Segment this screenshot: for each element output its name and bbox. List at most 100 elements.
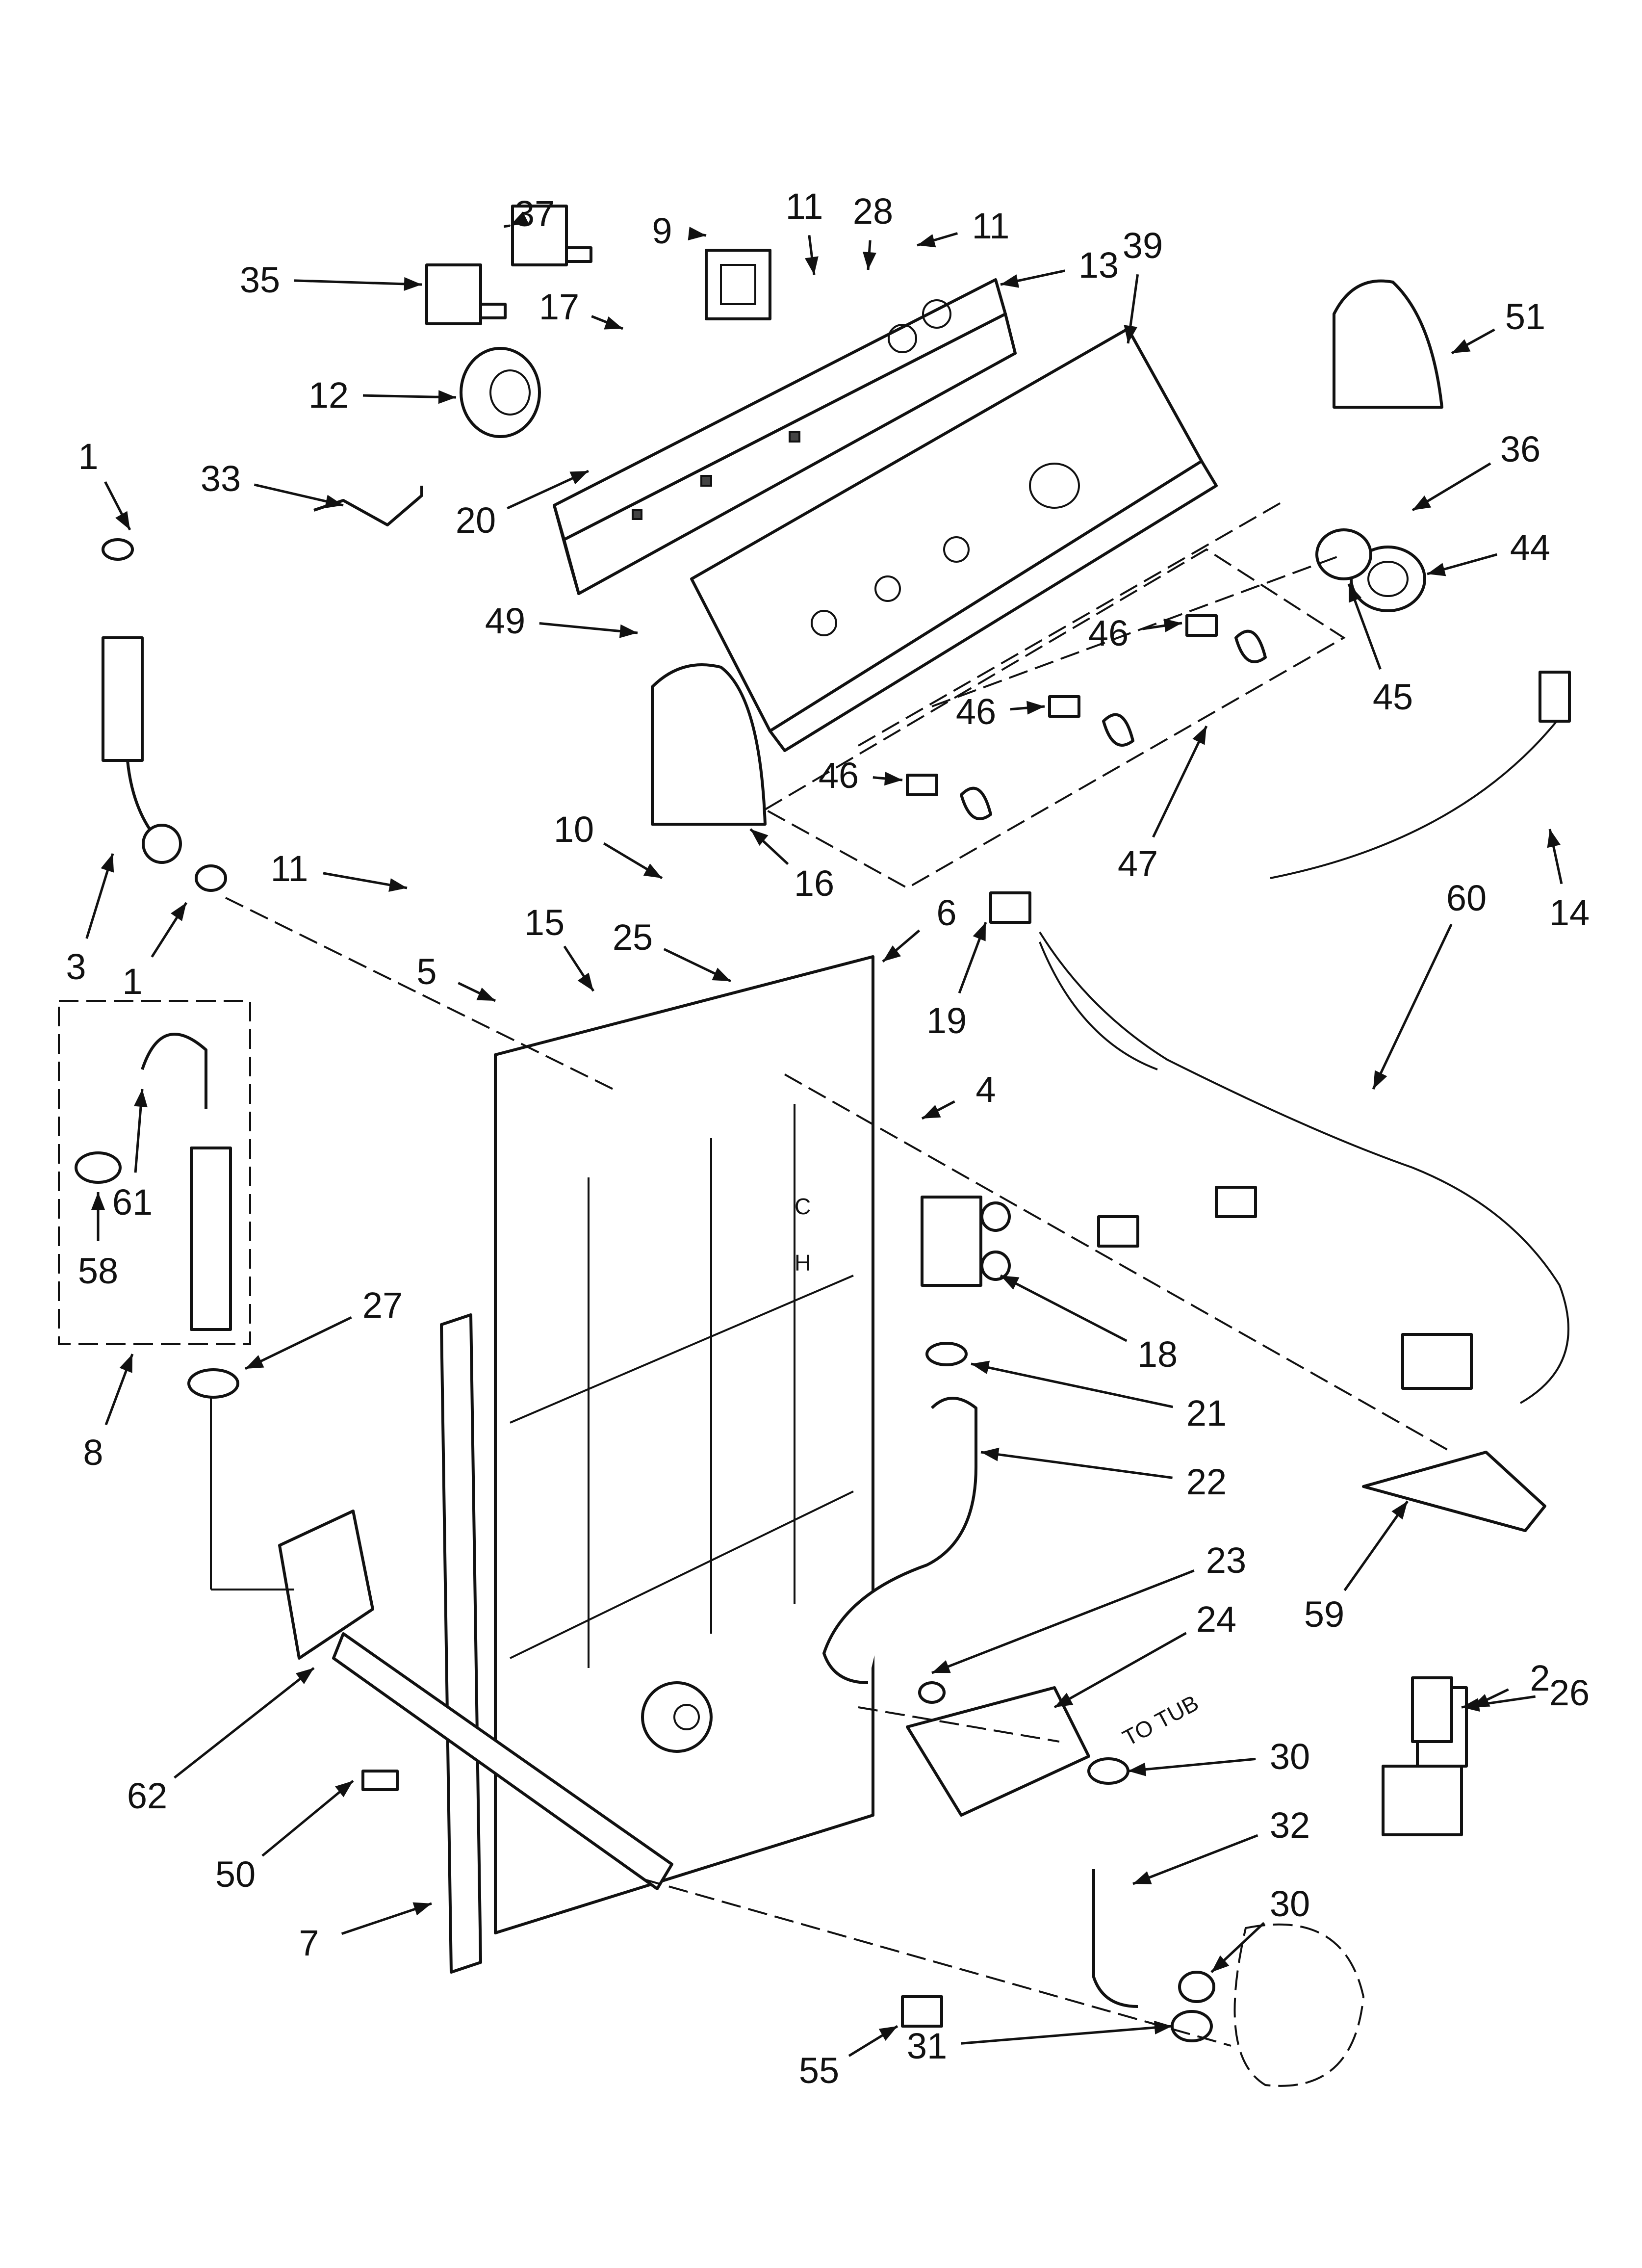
long-drain-hose	[332, 1632, 673, 1890]
callout-label: 4	[975, 1069, 996, 1110]
callout-19: 19	[926, 922, 987, 1041]
callout-9: 9	[652, 210, 707, 251]
callout-arrowhead	[412, 1902, 432, 1916]
callout-label: 50	[215, 1854, 256, 1895]
callout-20: 20	[456, 469, 590, 541]
callout-leader	[174, 1667, 315, 1779]
bracket-24	[906, 1686, 1090, 1817]
callout-1: 1	[78, 436, 131, 531]
callout-label: 24	[1196, 1599, 1236, 1640]
motor-12	[460, 347, 541, 438]
callout-17: 17	[539, 287, 623, 330]
callout-58: 58	[78, 1192, 118, 1291]
callout-arrowhead	[643, 863, 662, 878]
callout-3: 3	[66, 853, 114, 987]
callout-5: 5	[416, 951, 496, 1002]
hose-32	[1092, 1869, 1138, 2008]
knob-46-c	[906, 774, 992, 820]
callout-leader	[244, 1316, 352, 1370]
callout-label: 1	[122, 961, 142, 1002]
callout-arrowhead	[1026, 701, 1045, 715]
callout-36: 36	[1411, 429, 1540, 512]
callout-label: 22	[1186, 1461, 1227, 1502]
callout-arrowhead	[335, 1781, 353, 1798]
drain-fitting-62	[278, 1510, 374, 1660]
callout-arrowhead	[324, 495, 343, 508]
callout-label: 47	[1118, 843, 1158, 884]
callout-10: 10	[554, 809, 663, 880]
callout-label: 19	[926, 1000, 967, 1041]
callout-11: 11	[917, 206, 1009, 248]
callout-arrowhead	[388, 878, 407, 892]
callout-arrowhead	[438, 390, 456, 404]
callout-arrowhead	[171, 903, 186, 921]
callout-24: 24	[1053, 1599, 1236, 1709]
drain-hose-3	[102, 636, 182, 864]
callout-35: 35	[240, 260, 422, 300]
callout-arrowhead	[510, 211, 529, 226]
callout-leader	[294, 279, 422, 286]
callout-arrowhead	[619, 624, 638, 638]
callout-arrowhead	[577, 972, 593, 991]
callout-14: 14	[1547, 829, 1590, 933]
callout-label: 44	[1510, 527, 1550, 568]
callout-label: 46	[1088, 613, 1129, 653]
washer-1-top	[102, 538, 134, 561]
hose-kit-8-box	[58, 1000, 251, 1345]
callout-leader	[1152, 725, 1208, 838]
console-end-cap-left	[651, 663, 767, 826]
callout-arrowhead	[805, 256, 819, 275]
callout-label: 11	[271, 848, 308, 889]
callout-25: 25	[613, 917, 732, 983]
callout-arrowhead	[981, 1447, 1000, 1461]
callout-30: 30	[1210, 1883, 1310, 1973]
callout-30: 30	[1128, 1736, 1310, 1777]
callout-label: 14	[1549, 892, 1590, 933]
callout-label: 51	[1505, 296, 1545, 337]
callout-arrowhead	[932, 1660, 951, 1673]
callout-leader	[1343, 1500, 1409, 1591]
callout-leader	[261, 1780, 354, 1857]
callout-label: 12	[308, 375, 349, 416]
clip-19	[989, 891, 1031, 924]
callout-leader	[1128, 1757, 1256, 1773]
clamp-27	[187, 1368, 239, 1399]
callout-arrowhead	[1373, 1070, 1387, 1089]
knob-dashed-boxes	[764, 499, 1346, 889]
callout-label: 5	[416, 951, 436, 992]
side-rail-7	[440, 1313, 482, 1974]
callout-arrowhead	[863, 251, 876, 270]
callout-arrowhead	[101, 854, 114, 873]
callout-arrowhead	[884, 772, 902, 786]
callout-37: 37	[504, 193, 555, 234]
callout-arrowhead	[1133, 1871, 1152, 1884]
rear-panel	[494, 955, 874, 1934]
to-tub-label: TO TUB	[1118, 1690, 1203, 1751]
pipe-23	[918, 1681, 946, 1704]
clamp-30-bottom	[1178, 1971, 1215, 2003]
callout-label: 25	[613, 917, 653, 958]
callout-18: 18	[1000, 1274, 1178, 1375]
callout-label: 39	[1123, 225, 1163, 266]
callout-label: 18	[1137, 1334, 1178, 1375]
callout-arrowhead	[1427, 563, 1446, 576]
callout-label: 7	[299, 1923, 319, 1963]
callout-arrowhead	[1452, 339, 1471, 353]
callout-arrowhead	[1462, 1698, 1480, 1712]
callout-arrowhead	[1054, 1693, 1074, 1707]
callout-leader	[980, 1451, 1173, 1479]
callout-label: 1	[78, 436, 98, 477]
callout-arrowhead	[688, 227, 706, 240]
callout-leader	[1132, 1834, 1258, 1885]
callout-46: 46	[956, 691, 1045, 732]
callout-51: 51	[1451, 296, 1545, 355]
console-panel	[690, 327, 1218, 752]
callout-arrowhead	[245, 1355, 264, 1369]
clamp-21	[925, 1342, 968, 1366]
callout-label: 13	[1078, 245, 1119, 286]
wire-harness-60	[1039, 931, 1569, 1404]
washer-1-bottom	[195, 864, 227, 892]
callout-50: 50	[215, 1780, 354, 1895]
pump-outline	[1233, 1923, 1365, 2087]
callout-arrowhead	[878, 2026, 898, 2041]
